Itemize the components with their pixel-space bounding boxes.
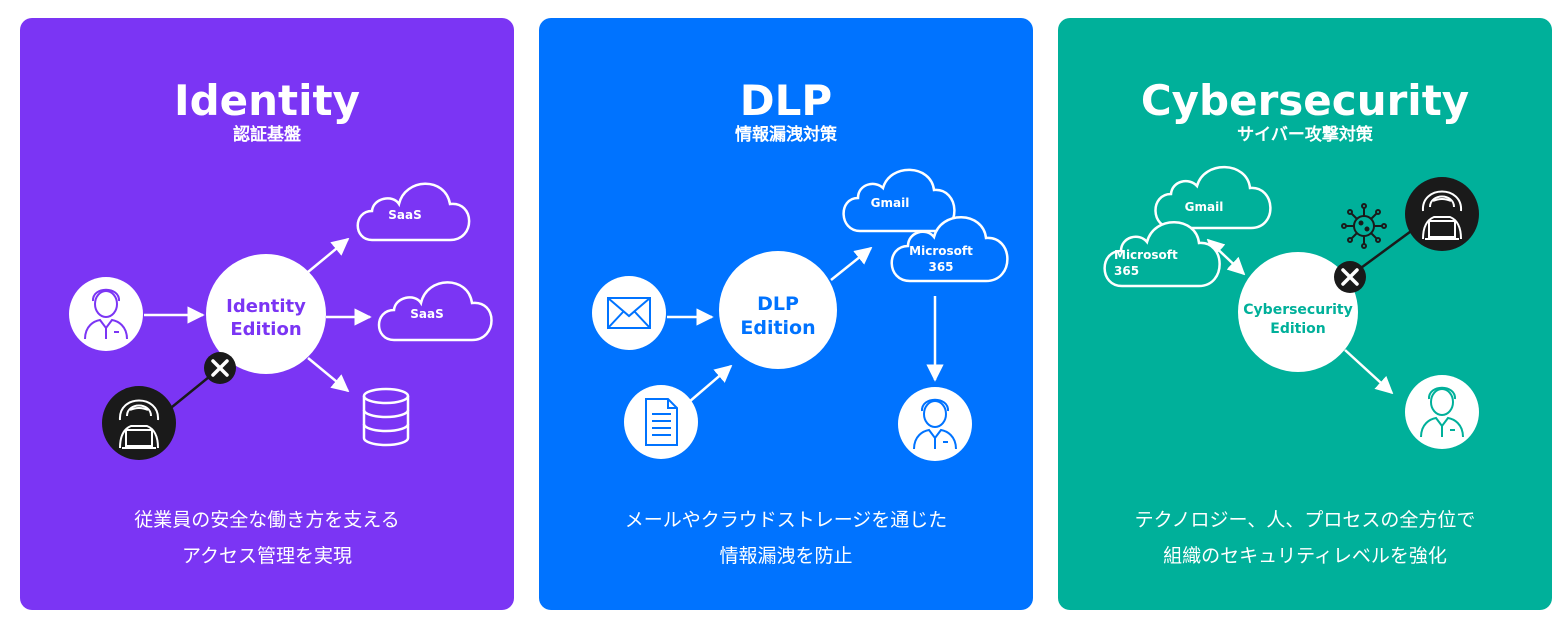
mail-icon [592, 276, 666, 350]
edition-label-line1: Cybersecurity [1243, 302, 1353, 318]
edition-label-line1: Identity [226, 296, 306, 317]
microsoft-label-line1: Microsoft [909, 244, 973, 258]
hacker-icon [102, 386, 176, 460]
dlp-diagram [592, 168, 1009, 461]
description-line2: 組織のセキュリティレベルを強化 [1163, 545, 1447, 567]
microsoft-cloud-icon [1103, 221, 1221, 288]
saas-cloud-1-icon [356, 182, 471, 242]
card-title: DLP [739, 76, 833, 125]
microsoft-label: Microsoft 365 [1114, 247, 1194, 279]
edition-label: DLP Edition [718, 292, 838, 340]
microsoft-label: Microsoft 365 [901, 243, 981, 275]
microsoft-label-line1: Microsoft [1114, 248, 1178, 262]
card-subtitle: サイバー攻撃対策 [1237, 125, 1373, 145]
description-line1: 従業員の安全な働き方を支える [134, 509, 400, 531]
recipient-user-icon [898, 387, 972, 461]
hacker-icon [1405, 177, 1479, 251]
card-description: メールやクラウドストレージを通じた 情報漏洩を防止 [539, 502, 1033, 574]
gmail-label: Gmail [1184, 200, 1224, 214]
employee-icon [1405, 375, 1479, 449]
gmail-label: Gmail [870, 196, 910, 210]
edition-label-line2: Edition [1270, 321, 1326, 337]
gmail-cloud-icon [1154, 165, 1272, 230]
edition-label-line2: Edition [230, 319, 302, 340]
saas-label-1: SaaS [388, 208, 422, 222]
virus-icon [1341, 203, 1387, 249]
arrow-to-database [307, 357, 350, 393]
microsoft-cloud-icon [890, 216, 1009, 283]
card-title: Identity [173, 76, 360, 125]
card-description: 従業員の安全な働き方を支える アクセス管理を実現 [20, 502, 514, 574]
microsoft-label-line2: 365 [928, 260, 954, 274]
document-icon [624, 385, 698, 459]
edition-label: Cybersecurity Edition [1238, 301, 1358, 339]
saas-cloud-2-icon [377, 281, 493, 342]
arrow-edition-to-cloud [830, 246, 873, 281]
description-line1: メールやクラウドストレージを通じた [624, 509, 948, 531]
description-line1: テクノロジー、人、プロセスの全方位で [1134, 509, 1476, 531]
description-line2: 情報漏洩を防止 [719, 545, 853, 567]
card-subtitle: 情報漏洩対策 [735, 125, 837, 145]
edition-label-line2: Edition [740, 317, 816, 339]
cybersecurity-diagram [1103, 165, 1479, 449]
identity-diagram [69, 182, 493, 460]
arrow-edition-to-user [1344, 349, 1394, 395]
dlp-edition-circle [719, 251, 837, 369]
cybersecurity-card: Cybersecurity サイバー攻撃対策 Cybersecurity Edi… [1058, 18, 1552, 610]
block-x-icon [1334, 261, 1366, 293]
edition-label-line1: DLP [757, 293, 799, 315]
database-icon [362, 387, 410, 447]
employee-icon [69, 277, 143, 351]
gmail-cloud-icon [842, 168, 956, 233]
card-description: テクノロジー、人、プロセスの全方位で 組織のセキュリティレベルを強化 [1058, 502, 1552, 574]
microsoft-label-line2: 365 [1114, 264, 1140, 278]
saas-label-2: SaaS [410, 307, 444, 321]
identity-card: Identity 認証基盤 Identity Edition SaaS SaaS… [20, 18, 514, 610]
card-subtitle: 認証基盤 [233, 125, 301, 145]
arrow-to-saas-1 [307, 237, 350, 273]
arrow-doc-to-edition [688, 364, 733, 403]
edition-label: Identity Edition [206, 295, 326, 341]
card-title: Cybersecurity [1140, 76, 1470, 125]
arrow-cloud-edition-bidirectional [1206, 238, 1246, 276]
description-line2: アクセス管理を実現 [181, 545, 353, 567]
block-x-icon [204, 352, 236, 384]
cybersecurity-edition-circle [1238, 252, 1358, 372]
dlp-card: DLP 情報漏洩対策 DLP Edition Gmail Microsoft 3… [539, 18, 1033, 610]
identity-edition-circle [206, 254, 326, 374]
